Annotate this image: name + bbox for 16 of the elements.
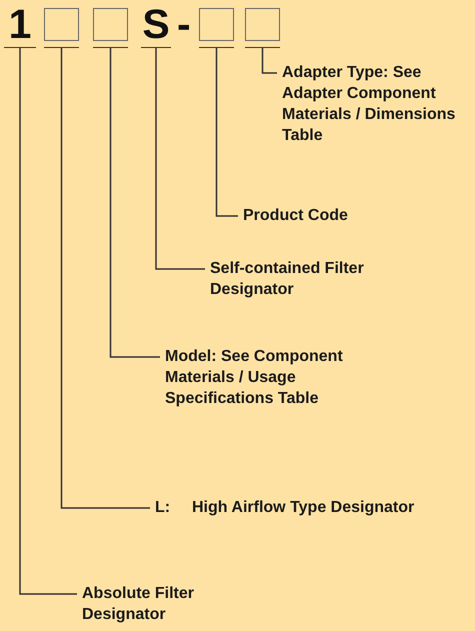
description-text: Self-contained Filter Designator [210,258,410,300]
leader-line [110,48,160,358]
description-text: Absolute Filter Designator [82,583,282,625]
code-character: S [141,2,171,48]
option-code: L: [155,498,172,518]
code-character: 1 [4,2,36,48]
separator-dash: - [177,2,191,46]
description-text: High Airflow Type Designator [192,498,415,518]
description-text: Product Code [243,205,443,226]
description-text: Model: See Component Materials / Usage Specifications Table [165,346,405,409]
leader-line [155,48,205,270]
leader-line [216,48,238,217]
leader-line [19,48,77,595]
leader-line [60,48,150,509]
leader-line [262,48,277,74]
description-text: Adapter Type: See Adapter Component Materials / Dimensions Table [282,62,474,146]
